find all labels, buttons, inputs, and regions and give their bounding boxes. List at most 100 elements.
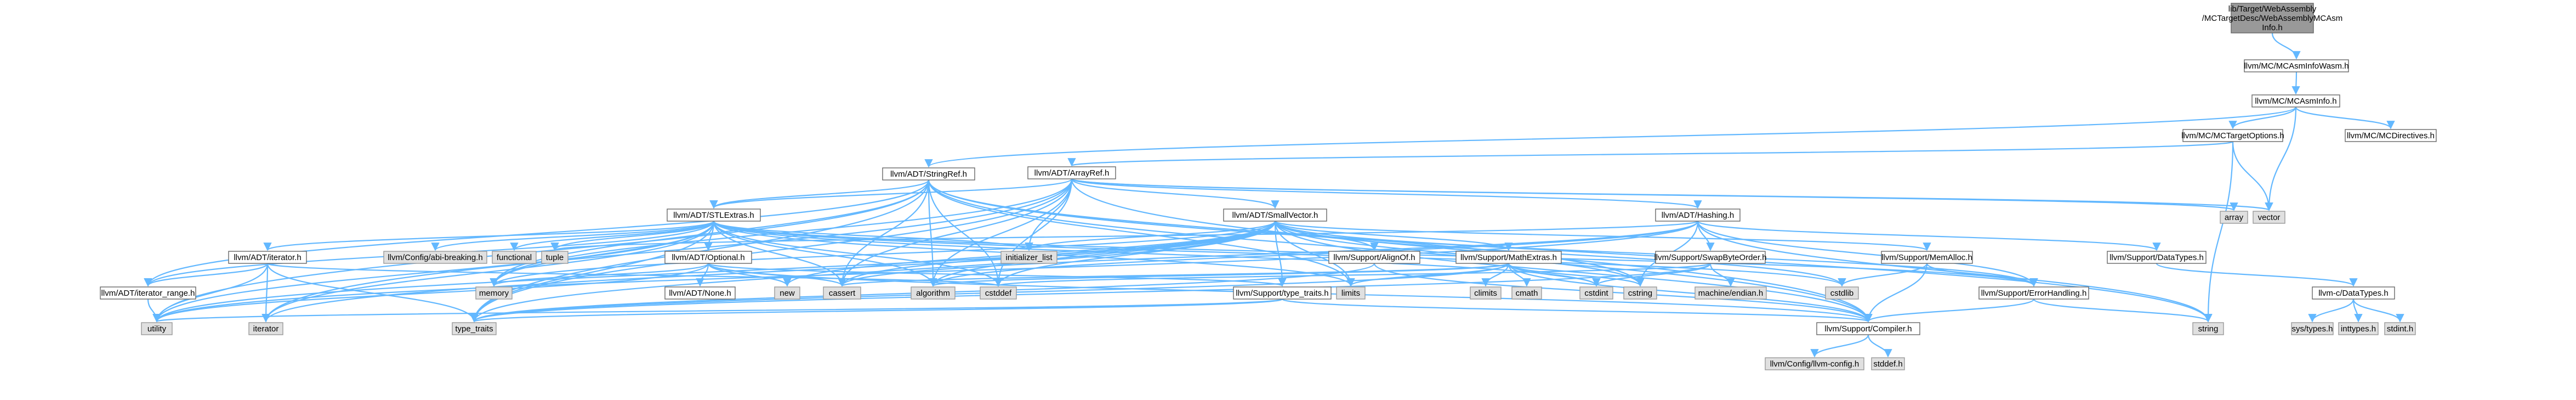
node-box: [1694, 286, 1767, 300]
node-memalloc[interactable]: llvm/Support/MemAlloc.h: [1881, 251, 1973, 264]
node-iterator_range[interactable]: llvm/ADT/iterator_range.h: [100, 286, 196, 300]
node-systypes: sys/types.h: [2291, 322, 2334, 335]
node-label: climits: [1474, 289, 1497, 298]
node-string: string: [2192, 322, 2224, 335]
node-label: llvm/ADT/None.h: [669, 289, 731, 298]
node-box: [2384, 322, 2416, 335]
node-label: vector: [2258, 213, 2281, 222]
node-label: inttypes.h: [2341, 324, 2376, 334]
node-label: llvm/ADT/SmallVector.h: [1232, 211, 1318, 220]
node-utility: utility: [141, 322, 173, 335]
edge-stringref-to-string: [928, 179, 2213, 323]
node-label: memory: [479, 289, 509, 298]
node-arrayref[interactable]: llvm/ADT/ArrayRef.h: [1027, 166, 1116, 179]
edge-arrayref-to-algorithm: [929, 178, 1073, 287]
node-label: llvm/MC/MCAsmInfo.h: [2255, 97, 2336, 106]
node-label: llvm/ADT/iterator.h: [234, 253, 301, 262]
edge-type_traits_h-to-type_traits: [470, 298, 1283, 323]
node-mctargetoptions[interactable]: llvm/MC/MCTargetOptions.h: [2181, 129, 2284, 142]
edge-stlextras-to-cstddef: [713, 221, 1003, 287]
node-errorhandling[interactable]: llvm/Support/ErrorHandling.h: [1978, 286, 2089, 300]
node-label: cstdint: [1584, 289, 1608, 298]
edge-memalloc-to-cstdlib: [1838, 263, 1928, 287]
edge-optional-to-cassert: [707, 263, 846, 287]
node-label: initializer_list: [1005, 253, 1053, 262]
edge-compiler-to-stddef: [1867, 334, 1892, 358]
edge-iterator_h-to-iterator_range: [144, 263, 269, 287]
node-box: [1455, 251, 1562, 264]
node-label: cstring: [1628, 289, 1652, 298]
node-box: [1336, 286, 1366, 300]
node-box: [2231, 3, 2314, 33]
node-alignof[interactable]: llvm/Support/AlignOf.h: [1328, 251, 1420, 264]
node-box: [1881, 251, 1973, 264]
node-compiler[interactable]: llvm/Support/Compiler.h: [1816, 322, 1920, 335]
edge-mathextras-to-cassert: [838, 262, 1510, 287]
node-box: [452, 322, 497, 335]
node-box: [1233, 286, 1332, 300]
node-label: llvm/Support/SwapByteOrder.h: [1654, 253, 1766, 262]
node-array: array: [2220, 211, 2248, 224]
dependency-edges: [144, 32, 2404, 358]
node-swapbyteorder[interactable]: llvm/Support/SwapByteOrder.h: [1654, 251, 1767, 264]
node-type_traits_h[interactable]: llvm/Support/type_traits.h: [1233, 286, 1332, 300]
edge-stlextras-to-functional: [510, 221, 715, 251]
node-box: [2253, 211, 2285, 224]
edge-type_traits_h-to-compiler: [1281, 298, 1872, 323]
node-box: [1328, 251, 1420, 264]
node-climits: climits: [1470, 286, 1502, 300]
node-optional[interactable]: llvm/ADT/Optional.h: [664, 251, 752, 264]
node-label: llvm-c/DataTypes.h: [2318, 289, 2389, 298]
node-none[interactable]: llvm/ADT/None.h: [664, 286, 736, 300]
node-box: [141, 322, 173, 335]
node-box: [1871, 357, 1905, 370]
edge-smallvector-to-memalloc: [1274, 220, 1931, 251]
edge-stlextras-to-type_traits: [470, 221, 715, 323]
edge-memalloc-to-compiler: [1864, 263, 1928, 323]
node-label: llvm/MC/MCAsmInfoWasm.h: [2244, 61, 2348, 71]
node-label: sys/types.h: [2291, 324, 2333, 334]
edge-arrayref-to-smallvector: [1071, 178, 1280, 209]
node-box: [100, 286, 196, 300]
node-label: limits: [1341, 289, 1360, 298]
node-label: llvm/Config/llvm-config.h: [1770, 359, 1860, 369]
edge-iterator_h-to-utility: [152, 263, 269, 323]
node-box: [541, 251, 568, 264]
edge-stringref-to-limits: [928, 179, 1355, 287]
node-new: new: [774, 286, 800, 300]
node-box: [664, 286, 736, 300]
node-label: cstdlib: [1830, 289, 1854, 298]
node-label: new: [780, 289, 795, 298]
edge-swapbyteorder-to-machineendian: [1709, 263, 1735, 287]
node-hashing[interactable]: llvm/ADT/Hashing.h: [1655, 209, 1741, 222]
node-stringref[interactable]: llvm/ADT/StringRef.h: [882, 167, 975, 181]
node-cstdint: cstdint: [1579, 286, 1613, 300]
node-iterator_h[interactable]: llvm/ADT/iterator.h: [228, 251, 307, 264]
node-cdatatypes[interactable]: llvm-c/DataTypes.h: [2312, 286, 2395, 300]
node-box: [1655, 209, 1741, 222]
node-label: llvm/Support/MathExtras.h: [1460, 253, 1557, 262]
node-label: functional: [497, 253, 532, 262]
edge-hashing-to-cassert: [838, 221, 1699, 287]
edge-mathextras-to-cmath: [1508, 263, 1531, 287]
edge-iterator_h-to-type_traits: [266, 263, 479, 323]
node-stlextras[interactable]: llvm/ADT/STLExtras.h: [667, 209, 761, 222]
node-mcdirectives[interactable]: llvm/MC/MCDirectives.h: [2345, 129, 2437, 142]
header-nodes: lib/Target/WebAssembly/MCTargetDesc/WebA…: [100, 3, 2437, 370]
node-mcasminfo[interactable]: llvm/MC/MCAsmInfo.h: [2251, 94, 2340, 108]
edge-smallvector-to-iterator: [261, 221, 1276, 323]
node-label: llvm/ADT/StringRef.h: [890, 170, 967, 179]
node-smallvector[interactable]: llvm/ADT/SmallVector.h: [1223, 209, 1327, 222]
node-label: llvm/ADT/iterator_range.h: [101, 289, 195, 298]
edge-hashing-to-algorithm: [929, 221, 1699, 287]
node-box: [1470, 286, 1502, 300]
edge-swapbyteorder-to-cstdint: [1592, 263, 1711, 287]
node-root[interactable]: lib/Target/WebAssembly/MCTargetDesc/WebA…: [2202, 3, 2342, 33]
node-wasm[interactable]: llvm/MC/MCAsmInfoWasm.h: [2244, 59, 2349, 72]
edge-mcasminfo-to-mctargetoptions: [2228, 106, 2297, 129]
node-datatypes[interactable]: llvm/Support/DataTypes.h: [2107, 251, 2207, 264]
node-label: stdint.h: [2387, 324, 2413, 334]
node-mathextras[interactable]: llvm/Support/MathExtras.h: [1455, 251, 1562, 264]
edge-mcasminfo-to-mcdirectives: [2295, 106, 2395, 129]
node-box: [1655, 251, 1766, 264]
